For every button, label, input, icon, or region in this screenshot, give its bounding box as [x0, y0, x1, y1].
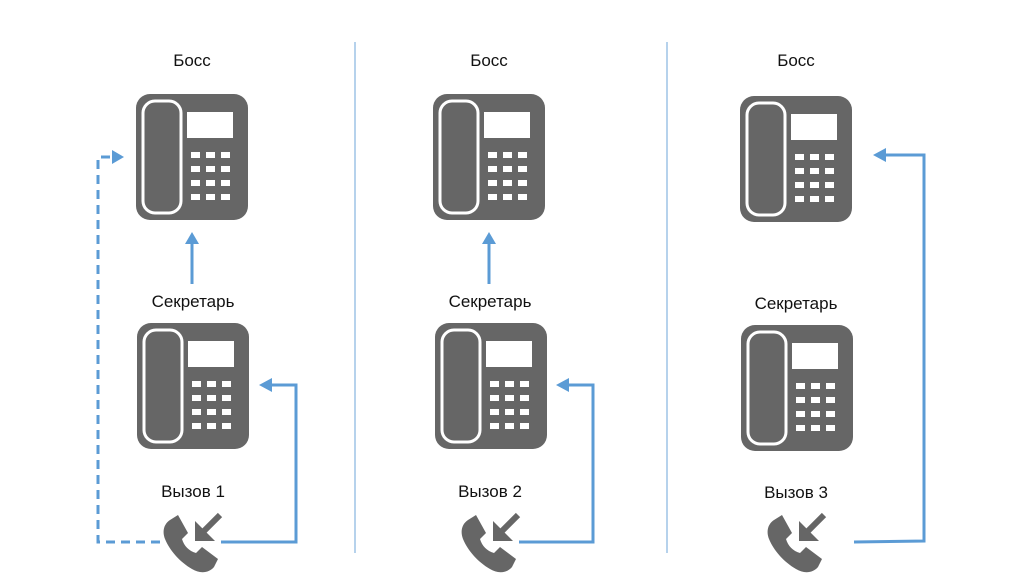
desk-phone-icon [431, 92, 547, 222]
call-label: Вызов 3 [764, 483, 828, 502]
call-label: Вызов 2 [458, 482, 522, 501]
boss-label: Босс [777, 51, 815, 70]
scenario-2 [431, 92, 595, 572]
desk-phone-icon [739, 323, 855, 453]
dashed-arrow-call-to-boss [96, 155, 160, 544]
boss-label: Босс [470, 51, 508, 70]
arrow-call-to-secretary [221, 383, 298, 544]
secretary-label: Секретарь [754, 294, 838, 313]
boss-label: Босс [173, 51, 211, 70]
call-label: Вызов 1 [161, 482, 225, 501]
incoming-call-icon [768, 515, 824, 572]
scenario-3 [738, 94, 926, 572]
desk-phone-icon [135, 321, 251, 451]
arrow-call-to-boss [853, 153, 926, 544]
incoming-call-icon [462, 515, 518, 572]
desk-phone-icon [134, 92, 250, 222]
scenario-1 [96, 92, 298, 572]
secretary-label: Секретарь [151, 292, 235, 311]
desk-phone-icon [738, 94, 854, 224]
incoming-call-icon [164, 515, 220, 572]
secretary-label: Секретарь [448, 292, 532, 311]
desk-phone-icon [433, 321, 549, 451]
arrow-call-to-secretary [519, 383, 595, 544]
